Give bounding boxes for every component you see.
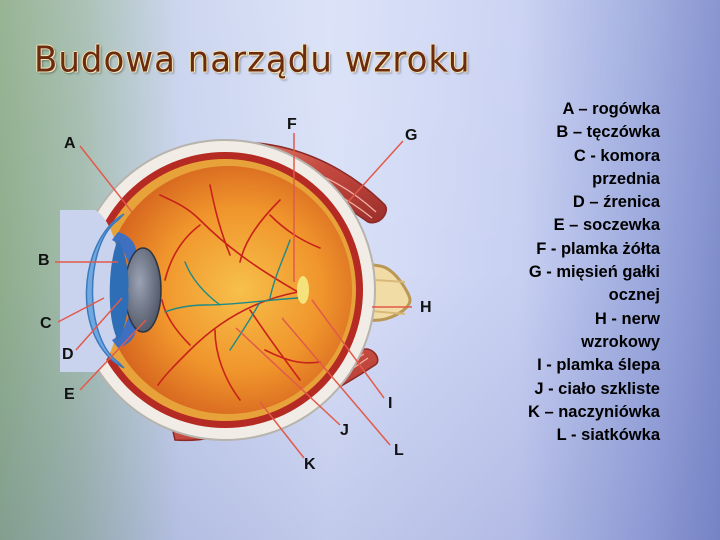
legend-item: K – naczyniówka xyxy=(527,402,660,421)
leader-line-e xyxy=(79,319,147,391)
legend-item: I - plamka ślepa xyxy=(537,356,660,375)
leader-line-g xyxy=(347,140,404,203)
label-l: L xyxy=(394,442,404,459)
legend-item: H - nerw xyxy=(594,309,660,328)
label-g: G xyxy=(405,127,418,144)
leader-line-k xyxy=(259,401,305,459)
label-d: D xyxy=(62,346,74,363)
iris xyxy=(112,232,137,262)
leader-line-j xyxy=(235,327,341,426)
legend-item: J - ciało szkliste xyxy=(534,379,660,398)
legend-item: wzrokowy xyxy=(581,332,660,351)
leader-line-i xyxy=(311,299,385,399)
leader-lines xyxy=(55,133,412,459)
label-e: E xyxy=(64,386,75,403)
label-b: B xyxy=(38,252,50,269)
anterior-chamber xyxy=(109,240,129,340)
legend-item: D – źrenica xyxy=(572,193,660,212)
legend-item: L - siatkówka xyxy=(556,426,660,445)
vitreous-body xyxy=(104,166,352,414)
label-f: F xyxy=(287,116,297,133)
leader-line-d xyxy=(75,297,123,351)
macula xyxy=(297,276,309,304)
label-k: K xyxy=(304,456,316,473)
lens xyxy=(124,247,162,333)
leader-line-l xyxy=(281,317,391,446)
label-h: H xyxy=(420,299,432,316)
label-j: J xyxy=(340,422,349,439)
legend-item: E – soczewka xyxy=(553,216,660,235)
legend-item: przednia xyxy=(592,169,660,188)
legend-item: G - mięsień gałki xyxy=(528,263,660,282)
label-a: A xyxy=(64,135,76,152)
legend-item: C - komora xyxy=(573,146,660,165)
slide-title: Budowa narządu wzroku xyxy=(34,39,471,81)
cornea xyxy=(85,213,125,369)
legend-item: B – tęczówka xyxy=(556,123,660,142)
legend-item: A – rogówka xyxy=(562,100,661,118)
legend: A – rogówka B – tęczówka C - komora prze… xyxy=(430,98,660,447)
leader-line-c xyxy=(57,297,105,323)
legend-item: ocznej xyxy=(608,286,660,305)
leader-line-a xyxy=(79,145,133,213)
label-c: C xyxy=(40,315,52,332)
blood-vessels xyxy=(157,184,321,401)
legend-item: F - plamka żółta xyxy=(536,239,660,258)
label-i: I xyxy=(388,395,393,412)
